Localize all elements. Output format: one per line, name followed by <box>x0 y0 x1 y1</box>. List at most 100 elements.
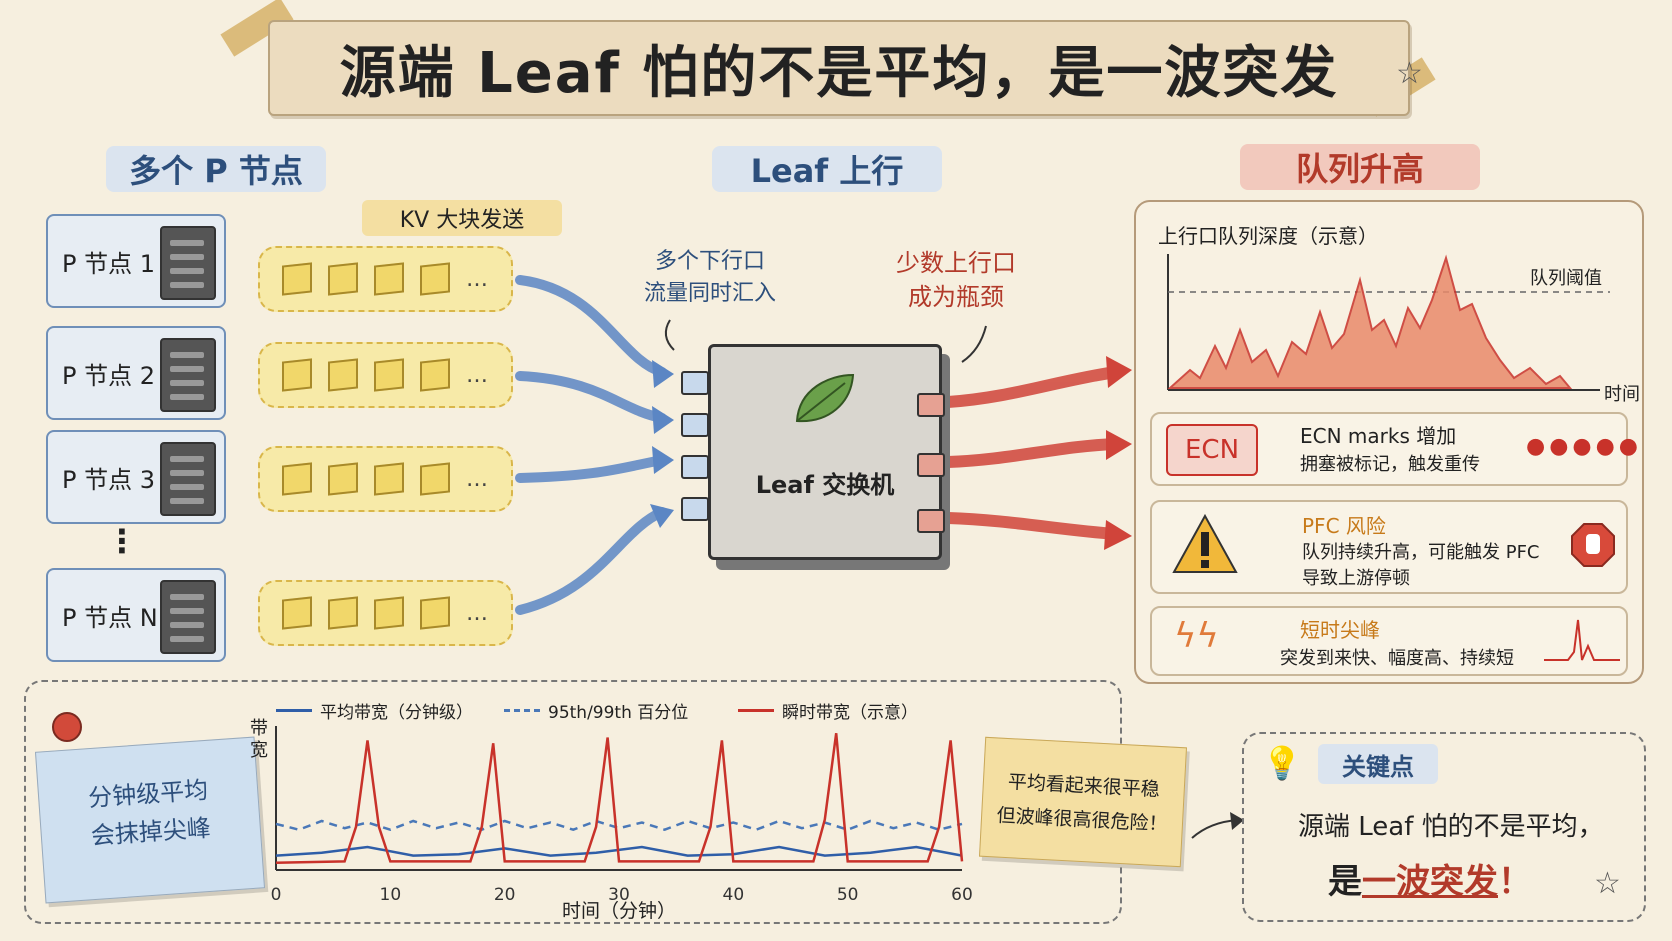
downlink-note: 多个下行口 流量同时汇入 <box>644 246 776 310</box>
kv-chunk-row: … <box>258 580 513 646</box>
x-tick-label: 20 <box>494 885 516 905</box>
section-label-p-nodes: 多个 P 节点 <box>106 146 326 192</box>
kv-ellipsis: … <box>466 466 488 492</box>
pfc-desc: 队列持续升高，可能触发 PFC <box>1302 542 1540 563</box>
x-tick-label: 50 <box>837 885 859 905</box>
legend-item: 95th/99th 百分位 <box>504 698 688 723</box>
leaf-switch: Leaf 交换机 <box>681 344 945 560</box>
legend-swatch <box>738 709 774 712</box>
lightbulb-icon: 💡 <box>1262 744 1302 782</box>
section-label-leaf-uplink: Leaf 上行 <box>712 146 942 192</box>
arrowhead-icon <box>1104 520 1132 550</box>
server-icon <box>160 226 216 300</box>
server-icon <box>160 580 216 654</box>
warning-icon <box>1172 513 1238 573</box>
kv-ellipsis: … <box>466 266 488 292</box>
ecn-badge: ECN <box>1166 424 1258 476</box>
legend-swatch <box>276 709 312 712</box>
red-flow-arrow <box>942 366 1122 408</box>
node-label: P 节点 N <box>62 604 158 632</box>
arrowhead-icon <box>652 360 674 388</box>
chart-y-label: 带宽 <box>250 718 268 761</box>
pointer-arrow-icon <box>1191 819 1239 839</box>
arrowhead-icon <box>652 446 674 474</box>
downlink-port <box>681 497 709 521</box>
x-tick-label: 60 <box>951 885 973 905</box>
pfc-card: PFC 风险 队列持续升高，可能触发 PFC 导致上游停顿 <box>1150 500 1628 594</box>
blue-flow-arrow <box>515 455 667 483</box>
downlink-note-line: 多个下行口 <box>655 249 766 274</box>
x-tick-label: 0 <box>271 885 282 905</box>
pushpin-icon <box>52 712 82 742</box>
kv-chunk-row: … <box>258 246 513 312</box>
series-line <box>275 733 964 865</box>
kv-ellipsis: … <box>466 600 488 626</box>
legend-swatch <box>504 709 540 712</box>
uplink-note-line: 成为瓶颈 <box>908 283 1004 311</box>
server-icon <box>160 338 216 412</box>
downlink-port <box>681 455 709 479</box>
stop-hand-icon <box>1571 523 1615 567</box>
pfc-desc: 导致上游停顿 <box>1302 568 1410 589</box>
downlink-port <box>681 371 709 395</box>
ecn-card: ECN ECN marks 增加 拥塞被标记，触发重传 ●●●●● <box>1150 412 1638 486</box>
p-node-n: P 节点 N <box>46 568 226 662</box>
key-points-line: 源端 Leaf 怕的不是平均， <box>1298 812 1604 842</box>
kv-chunk-row: … <box>258 342 513 408</box>
legend-label: 瞬时带宽（示意） <box>782 703 918 723</box>
uplink-port <box>917 509 945 533</box>
node-label: P 节点 2 <box>62 362 155 390</box>
legend-item: 瞬时带宽（示意） <box>738 698 918 723</box>
page-title: 源端 Leaf 怕的不是平均，是一波突发 <box>339 40 1339 106</box>
kv-ellipsis: … <box>466 362 488 388</box>
kv-label: KV 大块发送 <box>362 200 562 236</box>
blue-flow-arrow <box>515 275 667 377</box>
key-points-text: ！ <box>1498 862 1532 902</box>
lightning-icon: ϟϟ <box>1174 616 1219 656</box>
legend-label: 平均带宽（分钟级） <box>320 703 473 723</box>
title-banner: 源端 Leaf 怕的不是平均，是一波突发 <box>268 20 1410 116</box>
p-node-1: P 节点 1 <box>46 214 226 308</box>
star-icon: ☆ <box>1594 866 1621 901</box>
pointer-arrow-icon <box>664 319 675 351</box>
queue-depth-area <box>1167 254 1573 389</box>
legend-item: 平均带宽（分钟级） <box>276 698 473 723</box>
section-label-queue-rise: 队列升高 <box>1240 144 1480 190</box>
series-line <box>275 819 963 832</box>
sticky-note: 分钟级平均 会抹掉尖峰 <box>34 736 266 904</box>
arrowhead-icon <box>650 504 674 528</box>
red-flow-arrow <box>942 438 1122 468</box>
node-label: P 节点 1 <box>62 250 155 278</box>
threshold-label: 队列阈值 <box>1530 268 1602 289</box>
server-icon <box>160 442 216 516</box>
key-points-emphasis: 是一波突发！ <box>1328 854 1532 903</box>
uplink-port <box>917 393 945 417</box>
spike-title: 短时尖峰 <box>1300 618 1380 642</box>
key-points-text: 是 <box>1328 862 1362 902</box>
x-tick-label: 40 <box>723 885 745 905</box>
arrowhead-icon <box>652 406 674 434</box>
uplink-port <box>917 453 945 477</box>
queue-depth-chart <box>1167 254 1610 391</box>
downlink-note-line: 流量同时汇入 <box>644 281 777 306</box>
key-points-highlight: 一波突发 <box>1362 862 1498 902</box>
p-node-3: P 节点 3 <box>46 430 226 524</box>
node-ellipsis: ⋮ <box>106 522 138 560</box>
key-points-panel <box>1242 732 1646 922</box>
x-tick-label: 10 <box>380 885 402 905</box>
legend-label: 95th/99th 百分位 <box>548 703 689 723</box>
blue-flow-arrow <box>515 371 667 423</box>
p-node-2: P 节点 2 <box>46 326 226 420</box>
blue-flow-arrow <box>515 507 667 615</box>
sticky-note-text: 分钟级平均 会抹掉尖峰 <box>38 768 261 859</box>
uplink-note-line: 少数上行口 <box>896 249 1016 277</box>
x-tick-label: 30 <box>608 885 630 905</box>
spike-desc: 突发到来快、幅度高、持续短 <box>1280 648 1514 669</box>
key-points-label: 关键点 <box>1318 744 1438 784</box>
pointer-arrow-icon <box>961 325 987 363</box>
arrowhead-icon <box>1230 812 1244 830</box>
ecn-title: ECN marks 增加 <box>1300 424 1457 448</box>
downlink-port <box>681 413 709 437</box>
chart-x-label: 时间（分钟） <box>562 900 677 922</box>
